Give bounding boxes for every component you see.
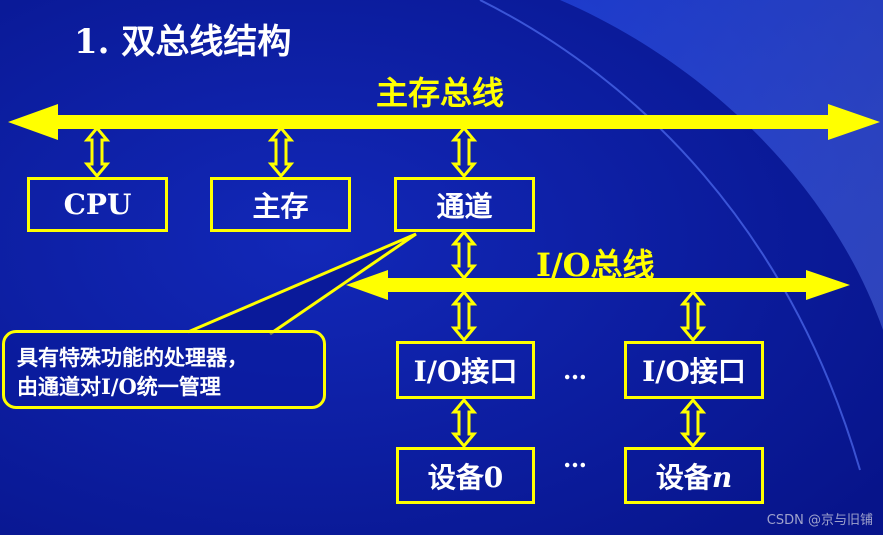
channel-iobus-connector xyxy=(450,229,478,281)
channel-callout: 具有特殊功能的处理器， 由通道对I/O统一管理 xyxy=(2,330,326,409)
decorative-swoosh-curve xyxy=(479,0,861,471)
io-interface-n-box: I/O接口 xyxy=(624,341,764,399)
io-bus-arrow xyxy=(346,270,850,300)
callout-line-2: 由通道对I/O统一管理 xyxy=(17,374,221,399)
interfaces-ellipsis: … xyxy=(563,356,589,385)
channel-bus-connector xyxy=(450,125,478,179)
cpu-bus-connector xyxy=(83,125,111,179)
io-bus-label: I/O总线 xyxy=(536,246,655,284)
channel-box: 通道 xyxy=(394,177,535,232)
io-interface-1-label: I/O接口 xyxy=(413,355,518,388)
cpu-box: CPU xyxy=(27,177,168,232)
iobus-interface1-connector xyxy=(450,289,478,343)
decorative-swoosh xyxy=(560,0,883,330)
channel-label: 通道 xyxy=(436,189,493,223)
watermark: CSDN @京与旧铺 xyxy=(766,513,873,528)
iobus-interfacen-connector xyxy=(679,289,707,343)
devices-ellipsis: … xyxy=(563,444,589,473)
callout-line-1: 具有特殊功能的处理器， xyxy=(17,345,248,370)
interface1-device0-connector xyxy=(450,397,478,449)
device-0-box: 设备0 xyxy=(396,447,535,504)
io-interface-1-box: I/O接口 xyxy=(396,341,535,399)
main-memory-label: 主存 xyxy=(252,189,309,223)
device-n-label: 设备n xyxy=(656,456,732,496)
page-title: 1. 双总线结构 xyxy=(74,22,292,62)
vertical-connectors xyxy=(83,125,707,449)
main-bus-arrow xyxy=(8,104,880,140)
cpu-label: CPU xyxy=(63,188,132,221)
interfacen-devicen-connector xyxy=(679,397,707,449)
main-bus-label: 主存总线 xyxy=(376,74,505,112)
callout-pointer xyxy=(187,232,417,336)
main-memory-box: 主存 xyxy=(210,177,351,232)
device-0-label: 设备0 xyxy=(427,460,504,494)
memory-bus-connector xyxy=(267,125,295,179)
device-n-prefix: 设备 xyxy=(655,460,712,494)
device-n-box: 设备n xyxy=(624,447,764,504)
device-n-suffix: n xyxy=(711,460,733,494)
io-interface-n-label: I/O接口 xyxy=(642,355,746,388)
